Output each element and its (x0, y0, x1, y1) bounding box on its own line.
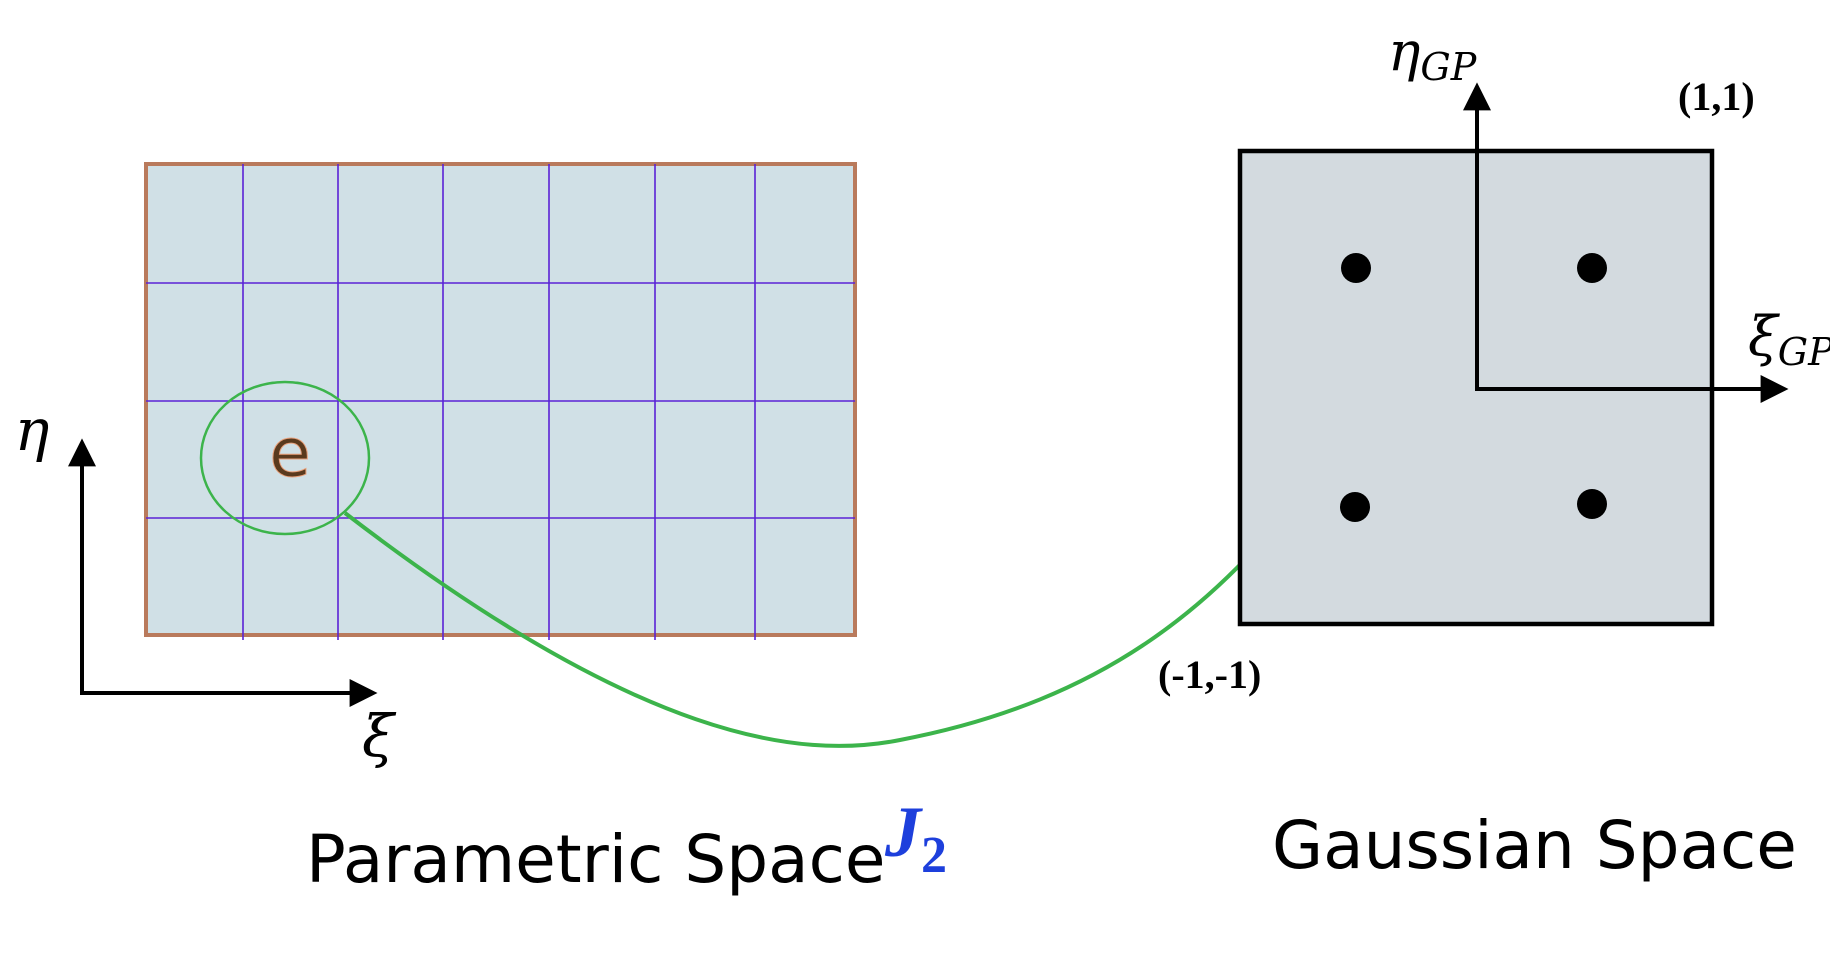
jacobian-mapping: J2 (343, 479, 1314, 884)
xi-gp-axis-label: ξGP (1748, 305, 1830, 374)
parametric-grid (146, 164, 855, 640)
jacobian-subscript: 2 (921, 827, 947, 884)
parametric-space-title: Parametric Space (306, 821, 886, 898)
parametric-domain (144, 162, 857, 637)
gauss-point (1577, 253, 1607, 283)
jacobian-label: J2 (884, 792, 947, 884)
element-label: e (269, 414, 311, 493)
gauss-point (1341, 253, 1371, 283)
gauss-point (1340, 492, 1370, 522)
gaussian-space-title: Gaussian Space (1272, 807, 1797, 884)
xi-gp-sub: GP (1778, 330, 1830, 374)
element-highlight-circle (199, 380, 371, 536)
mapping-arrow (343, 479, 1314, 748)
xi-gp-main: ξ (1748, 305, 1780, 368)
corner-label-top-right: (1,1) (1678, 74, 1755, 119)
eta-gp-axis-label: ηGP (1388, 20, 1478, 89)
xi-axis-label: ξ (362, 702, 397, 770)
gaussian-space: ηGP ξGP (1,1) (-1,-1) Gaussian Space (1158, 20, 1830, 884)
eta-gp-sub: GP (1420, 45, 1477, 89)
eta-axis-label: η (15, 396, 50, 464)
corner-label-bottom-left: (-1,-1) (1158, 652, 1261, 697)
jacobian-symbol: J (884, 792, 923, 872)
eta-gp-main: η (1388, 20, 1420, 83)
parametric-space: e ξ η Parametric Space (15, 162, 886, 898)
gauss-point (1577, 489, 1607, 519)
